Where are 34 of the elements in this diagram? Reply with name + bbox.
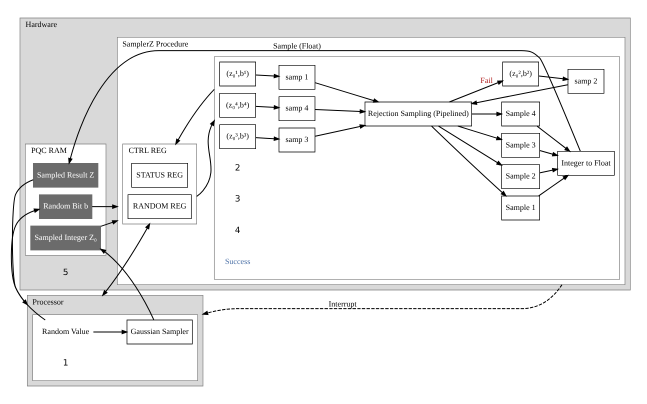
arrow <box>438 126 503 166</box>
label: 1 <box>62 358 68 369</box>
arrow <box>471 112 504 116</box>
arrow <box>314 124 366 137</box>
arrow <box>314 108 366 114</box>
arrow <box>196 119 216 197</box>
label: 4 <box>234 226 240 236</box>
arrow <box>100 248 154 320</box>
arrow <box>538 76 570 82</box>
arrow <box>536 126 571 152</box>
arrow <box>175 88 215 146</box>
arrow <box>430 126 508 197</box>
arrow <box>470 84 568 105</box>
cluster <box>214 56 620 280</box>
arrow <box>539 168 559 174</box>
arrow <box>92 204 119 209</box>
arrow <box>102 222 150 297</box>
arrow <box>255 74 280 78</box>
arrow <box>92 330 128 334</box>
arrow <box>448 80 504 102</box>
arrow <box>100 220 119 227</box>
arrow <box>68 50 581 165</box>
arrow <box>538 174 570 196</box>
arrow <box>202 284 562 316</box>
cluster <box>32 314 198 381</box>
arrow <box>314 82 380 103</box>
arrow <box>10 208 46 320</box>
label: 2 <box>234 163 240 174</box>
label: 3 <box>234 194 240 205</box>
arrow <box>255 136 280 142</box>
arrow <box>539 150 559 156</box>
arrow <box>457 126 503 140</box>
arrow <box>255 105 280 110</box>
label: 5 <box>62 268 68 278</box>
